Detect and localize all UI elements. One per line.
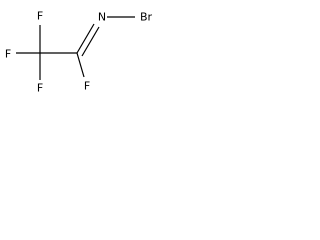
molecular-structure: F F F F N Br <box>5 10 153 95</box>
atom-label-n: N <box>98 11 106 24</box>
atom-label-f-top: F <box>37 10 43 23</box>
bond-c2-f <box>76 52 85 78</box>
atom-label-f-bottom-left: F <box>37 82 43 95</box>
bond-c2-n-line-1 <box>76 23 95 54</box>
atom-label-f-bottom-right: F <box>84 80 90 93</box>
atom-label-f-left: F <box>5 48 11 61</box>
atom-label-br: Br <box>140 11 153 24</box>
bond-c2-n-line-2 <box>81 26 100 57</box>
